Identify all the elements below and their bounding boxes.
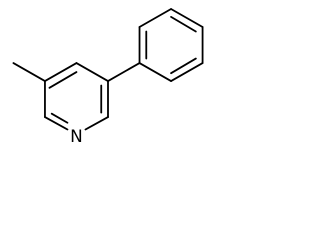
molecule-structure: N (12, 8, 204, 146)
phenyl-bond-2 (138, 8, 172, 28)
ring-bond-c4-c5 (75, 62, 109, 82)
phenyl-bond-3-inner (170, 15, 197, 33)
methyl-bond (12, 62, 46, 82)
phenyl-bond-5-inner (170, 57, 197, 75)
ring-bond-c6-n (84, 116, 109, 131)
methyl-group (12, 62, 46, 82)
nitrogen-atom-label: N (70, 126, 83, 146)
ring-bond-n-c2-inner (50, 112, 69, 124)
ring-bond-n-c2 (44, 116, 69, 131)
ring-bond-c4-c4-inner (48, 71, 78, 89)
phenyl-bond-3 (170, 8, 204, 28)
biaryl-bond (107, 62, 141, 82)
phenyl-bond-6 (138, 62, 172, 82)
phenyl-bond-5 (170, 62, 204, 82)
pyridine-ring: N (44, 62, 109, 146)
phenyl-ring (138, 8, 204, 82)
ring-bond-c3-c4 (44, 62, 78, 82)
